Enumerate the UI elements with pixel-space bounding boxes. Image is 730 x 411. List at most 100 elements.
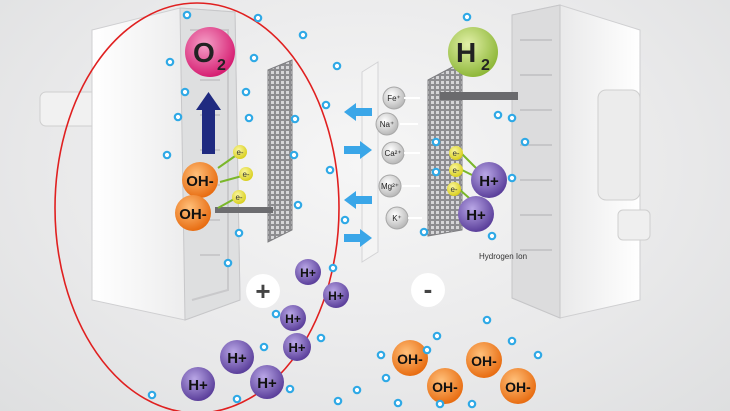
- hydroxide-ion: OH-: [182, 162, 218, 198]
- hydroxide-ion: OH-: [175, 195, 211, 231]
- hydrogen-ion: H+: [220, 340, 254, 374]
- cathode-sign: -: [411, 273, 445, 307]
- water-dot: [328, 263, 338, 273]
- water-dot: [162, 150, 172, 160]
- svg-text:OH-: OH-: [179, 206, 207, 223]
- hydrogen-ion: H+: [458, 196, 494, 232]
- water-dot: [173, 112, 183, 122]
- water-dot: [232, 394, 242, 404]
- svg-text:H+: H+: [227, 350, 247, 367]
- anode-sign: +: [246, 274, 280, 308]
- water-dot: [244, 113, 254, 123]
- hydrogen-ion-cluster: H+ H+ H+ H+ H+ H+ H+: [181, 259, 349, 401]
- hydrogen-subscript: 2: [481, 57, 490, 74]
- oxygen-rising-arrow: [196, 92, 221, 154]
- svg-text:OH-: OH-: [471, 353, 497, 369]
- electron: e-: [232, 190, 246, 204]
- svg-text:H+: H+: [300, 266, 316, 280]
- anode-rod: [215, 207, 273, 213]
- water-dot: [259, 342, 269, 352]
- svg-text:e-: e-: [236, 148, 243, 157]
- hydrogen-ion: H+: [283, 333, 311, 361]
- svg-text:-: -: [424, 274, 433, 304]
- water-dot: [376, 350, 386, 360]
- svg-text:H+: H+: [479, 173, 499, 190]
- svg-text:+: +: [255, 276, 270, 306]
- water-dot: [533, 350, 543, 360]
- water-dot: [325, 165, 335, 175]
- svg-text:K⁺: K⁺: [392, 214, 402, 223]
- svg-text:H+: H+: [188, 377, 208, 394]
- water-dot: [422, 345, 432, 355]
- water-dot: [147, 390, 157, 400]
- arrow-left: [344, 103, 372, 121]
- water-dot: [520, 137, 530, 147]
- hydrogen-ion: H+: [471, 162, 507, 198]
- metal-ion: K⁺: [385, 206, 409, 230]
- oxygen-molecule: O 2: [185, 27, 235, 77]
- water-dot: [352, 385, 362, 395]
- ion-exchange-membrane: [361, 61, 379, 263]
- svg-text:H+: H+: [328, 289, 344, 303]
- water-dot: [182, 10, 192, 20]
- water-dot: [431, 167, 441, 177]
- arrow-right: [344, 229, 372, 247]
- water-dot: [253, 13, 263, 23]
- water-dot: [435, 399, 445, 409]
- water-dot: [507, 113, 517, 123]
- water-dot: [271, 309, 281, 319]
- water-dot: [285, 384, 295, 394]
- hydrogen-ion: H+: [295, 259, 321, 285]
- svg-text:H+: H+: [285, 312, 301, 326]
- metal-ion: Na⁺: [375, 112, 399, 136]
- water-dot: [482, 315, 492, 325]
- water-dot: [467, 399, 477, 409]
- metal-ion: Mg²⁺: [378, 174, 402, 198]
- water-dot: [290, 114, 300, 124]
- ion-flow-arrows: [344, 103, 372, 247]
- svg-text:H+: H+: [466, 207, 486, 224]
- water-dot: [393, 398, 403, 408]
- water-dot: [419, 227, 429, 237]
- hydroxide-ion: OH-: [500, 368, 536, 404]
- svg-text:Ca²⁺: Ca²⁺: [384, 149, 401, 158]
- hydrogen-ion: H+: [280, 305, 306, 331]
- hydrogen-ion: H+: [181, 367, 215, 401]
- hydroxide-ion: OH-: [466, 342, 502, 378]
- hydrogen-symbol: H: [456, 37, 476, 68]
- anode-mesh-electrode: [267, 59, 293, 243]
- water-dot: [241, 87, 251, 97]
- water-dot: [507, 336, 517, 346]
- water-dot: [316, 333, 326, 343]
- svg-text:OH-: OH-: [432, 379, 458, 395]
- svg-text:OH-: OH-: [397, 351, 423, 367]
- water-dot: [321, 100, 331, 110]
- cathode-housing: [511, 4, 651, 319]
- water-dot: [180, 87, 190, 97]
- svg-text:Na⁺: Na⁺: [380, 120, 394, 129]
- svg-text:H+: H+: [257, 375, 277, 392]
- water-dot: [493, 110, 503, 120]
- water-dot: [223, 258, 233, 268]
- svg-text:e-: e-: [242, 170, 249, 179]
- oxygen-symbol: O: [193, 37, 215, 68]
- electron: e-: [447, 182, 461, 196]
- water-dot: [487, 231, 497, 241]
- water-dot: [298, 30, 308, 40]
- electron: e-: [239, 167, 253, 181]
- oxygen-subscript: 2: [217, 57, 226, 74]
- svg-text:Mg²⁺: Mg²⁺: [381, 182, 399, 191]
- water-dot: [431, 137, 441, 147]
- svg-text:e-: e-: [452, 149, 459, 158]
- hydrogen-ion: H+: [323, 282, 349, 308]
- water-dot: [332, 61, 342, 71]
- water-dot: [462, 12, 472, 22]
- electron: e-: [449, 163, 463, 177]
- svg-text:OH-: OH-: [505, 379, 531, 395]
- hydrogen-molecule: H 2: [448, 27, 498, 77]
- arrow-left: [344, 191, 372, 209]
- electron: e-: [233, 145, 247, 159]
- hydroxide-ion: OH-: [392, 340, 428, 376]
- water-molecule-dots: [147, 10, 543, 409]
